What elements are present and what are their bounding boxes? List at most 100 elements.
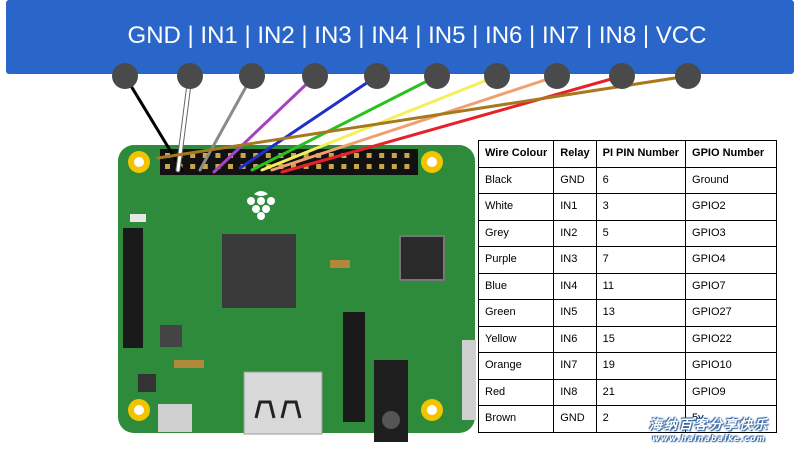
gpio-pin [328,164,334,169]
terminal-in2 [239,63,265,89]
relay-terminals [112,63,701,89]
wire-orange [270,74,559,172]
gpio-pin [265,153,271,158]
table-cell: Green [477,299,555,327]
wire-green [250,74,439,172]
table-cell: IN6 [553,325,597,353]
wire-brown [156,74,690,160]
relay-header-label: GND | IN1 | IN2 | IN3 | IN4 | IN5 | IN6 … [128,22,707,49]
terminal-in3 [302,63,328,89]
gpio-pin [391,164,397,169]
table-cell: IN3 [553,246,597,274]
table-cell: GPIO27 [685,299,778,327]
usb-port [243,371,323,435]
table-cell: 5v [685,405,778,433]
table-cell: IN1 [553,193,597,221]
camera-connector [343,312,365,422]
table-cell: Grey [477,219,555,247]
gpio-pin [202,164,208,169]
table-cell: Black [477,166,555,194]
table-cell: GPIO3 [685,219,778,247]
relay-header-bar [6,0,794,74]
table-cell: GND [553,405,597,433]
terminal-in7 [544,63,570,89]
wire-blue [238,74,379,170]
table-cell: GND [553,166,597,194]
gpio-pin [190,153,196,158]
table-cell: Brown [477,405,555,433]
gpio-pin [366,164,372,169]
table-cell: GPIO4 [685,246,778,274]
gpio-pin [404,164,410,169]
table-header-cell: Wire Colour [477,140,555,168]
terminal-in4 [364,63,390,89]
table-cell: White [477,193,555,221]
table-cell: GPIO10 [685,352,778,380]
terminal-in8 [609,63,635,89]
table-cell: IN5 [553,299,597,327]
gpio-pin [165,164,170,169]
gpio-pin [354,153,359,158]
table-header-cell: Relay [553,140,597,168]
soc-chip [222,234,296,308]
table-cell: 7 [595,246,687,274]
gpio-pin [341,164,347,169]
gpio-pin [316,164,322,169]
table-cell: 21 [595,378,687,406]
gpio-pin [354,164,359,169]
gpio-pin [291,153,296,158]
terminal-in6 [484,63,510,89]
table-cell: GPIO2 [685,193,778,221]
table-cell: GPIO9 [685,378,778,406]
gpio-pin [253,153,259,158]
table-cell: Purple [477,246,555,274]
audio-jack [374,360,408,442]
table-cell: Orange [477,352,555,380]
table-cell: IN4 [553,272,597,300]
gpio-pin [215,153,221,158]
terminal-in5 [424,63,450,89]
table-cell: IN2 [553,219,597,247]
table-cell: 15 [595,325,687,353]
table-cell: IN7 [553,352,597,380]
gpio-pin [190,164,196,169]
wires [123,73,690,174]
table-cell: GPIO22 [685,325,778,353]
gpio-pin [404,153,410,158]
micro-usb-port [158,404,192,432]
table-cell: GPIO7 [685,272,778,300]
terminal-gnd [112,63,138,89]
controller-chip [399,235,445,281]
table-cell: Yellow [477,325,555,353]
raspberry-pi-board [118,145,476,442]
table-cell: 6 [595,166,687,194]
gpio-pin [391,153,397,158]
display-connector [123,228,143,348]
watermark-url: www.hainabaike.com [652,434,766,443]
wire-grey [198,74,254,172]
gpio-pin [328,153,334,158]
table-cell: IN8 [553,378,597,406]
gpio-pin [379,153,385,158]
terminal-in1 [177,63,203,89]
wire-purple [212,74,317,174]
terminal-vcc [675,63,701,89]
watermark-text: 海纳百客分享快乐 [648,418,769,433]
gpio-pin [202,153,208,158]
table-cell: Ground [685,166,778,194]
table-header-cell: PI PIN Number [595,140,687,168]
table-cell: Blue [477,272,555,300]
gpio-pin [291,164,296,169]
